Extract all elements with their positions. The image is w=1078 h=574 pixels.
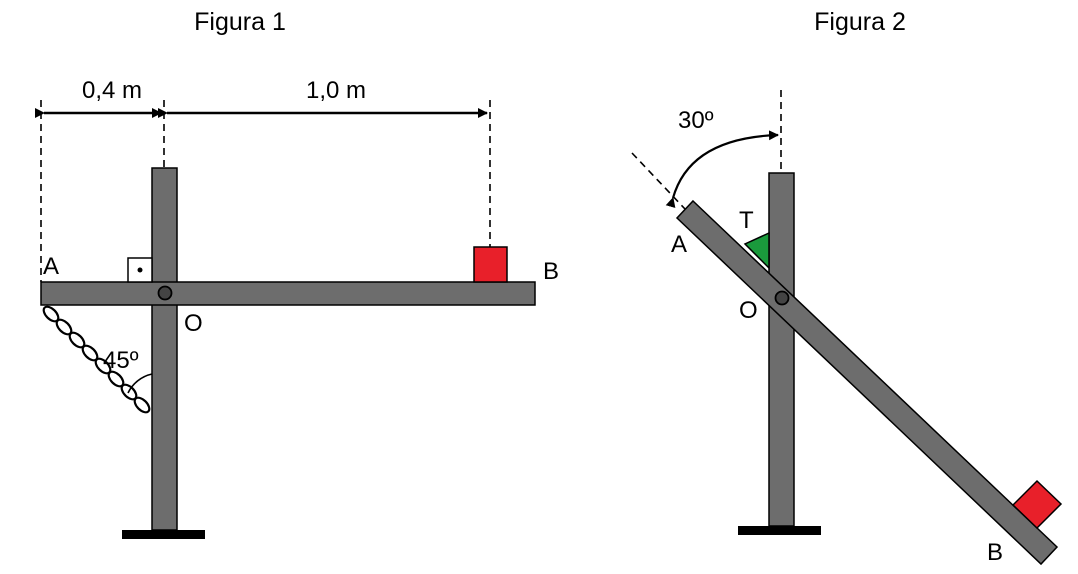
figure-1: Figura 1 0,4 m 1,0 m <box>35 8 559 539</box>
wedge-t <box>743 231 770 270</box>
dimension-label-right: 1,0 m <box>306 77 366 104</box>
horizontal-beam <box>40 281 536 306</box>
pivot-o-fig2 <box>774 290 790 306</box>
figure-2: Figura 2 30º A T O B <box>631 8 1063 566</box>
label-a-fig2: A <box>671 231 687 258</box>
inclined-beam <box>675 199 1059 566</box>
vertical-post-fig2 <box>768 172 795 527</box>
red-block-fig2 <box>1011 479 1063 530</box>
label-a-fig1: A <box>43 253 59 280</box>
vertical-post <box>151 167 178 531</box>
right-angle-dot <box>137 267 143 273</box>
chain-angle-label: 45º <box>103 347 139 374</box>
figure-1-title: Figura 1 <box>194 8 286 36</box>
label-o-fig2: O <box>739 297 758 324</box>
label-t-fig2: T <box>739 207 754 234</box>
label-b-fig2: B <box>987 539 1003 566</box>
post-base <box>122 530 205 539</box>
pivot-o <box>157 285 173 301</box>
angle-label-30: 30º <box>678 107 714 134</box>
figure-2-title: Figura 2 <box>814 8 906 36</box>
label-b-fig1: B <box>543 258 559 285</box>
post-base-fig2 <box>738 526 821 535</box>
label-o-fig1: O <box>184 310 203 337</box>
angle-arc-45 <box>127 373 153 394</box>
dimension-label-left: 0,4 m <box>82 77 142 104</box>
chain <box>42 305 151 414</box>
angle-arc-30 <box>665 130 779 209</box>
red-block <box>473 246 508 283</box>
dashed-beam-extension <box>631 152 686 210</box>
